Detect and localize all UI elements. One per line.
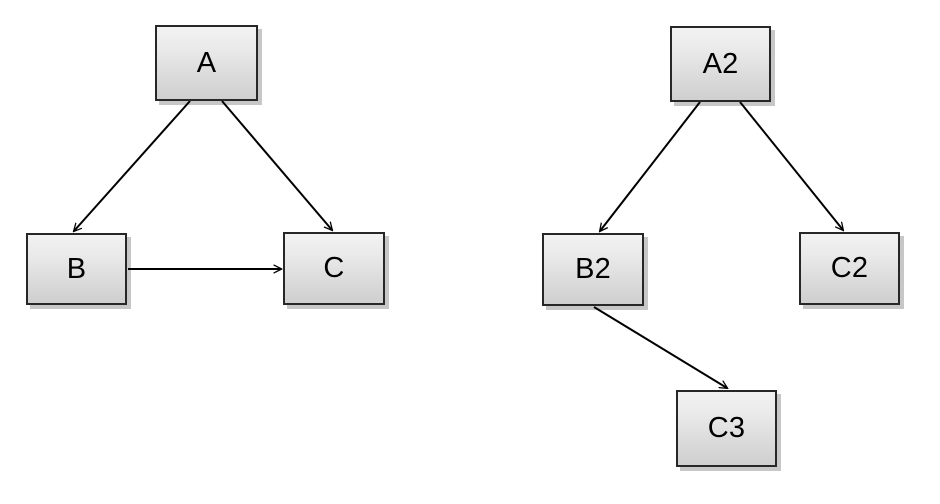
node-b2[interactable]: B2 bbox=[542, 233, 644, 306]
node-label-c2: C2 bbox=[830, 252, 869, 284]
node-a2[interactable]: A2 bbox=[670, 26, 771, 102]
node-label-c: C bbox=[323, 252, 345, 284]
node-label-b2: B2 bbox=[575, 253, 611, 285]
node-label-b: B bbox=[66, 252, 87, 285]
node-b[interactable]: B bbox=[26, 233, 127, 305]
edge-a2-to-c2 bbox=[739, 101, 843, 230]
node-c3[interactable]: C3 bbox=[676, 390, 777, 467]
node-c2[interactable]: C2 bbox=[799, 232, 900, 305]
edge-a-to-c bbox=[221, 100, 332, 230]
node-label-c3: C3 bbox=[707, 412, 746, 444]
edge-a2-to-b2 bbox=[600, 101, 701, 231]
edge-a-to-b bbox=[74, 100, 191, 231]
node-c[interactable]: C bbox=[283, 232, 385, 305]
node-label-a: A bbox=[196, 46, 217, 79]
node-a[interactable]: A bbox=[155, 25, 258, 101]
node-label-a2: A2 bbox=[702, 47, 739, 80]
edge-group bbox=[74, 100, 843, 388]
edge-b2-to-c3 bbox=[593, 306, 727, 388]
